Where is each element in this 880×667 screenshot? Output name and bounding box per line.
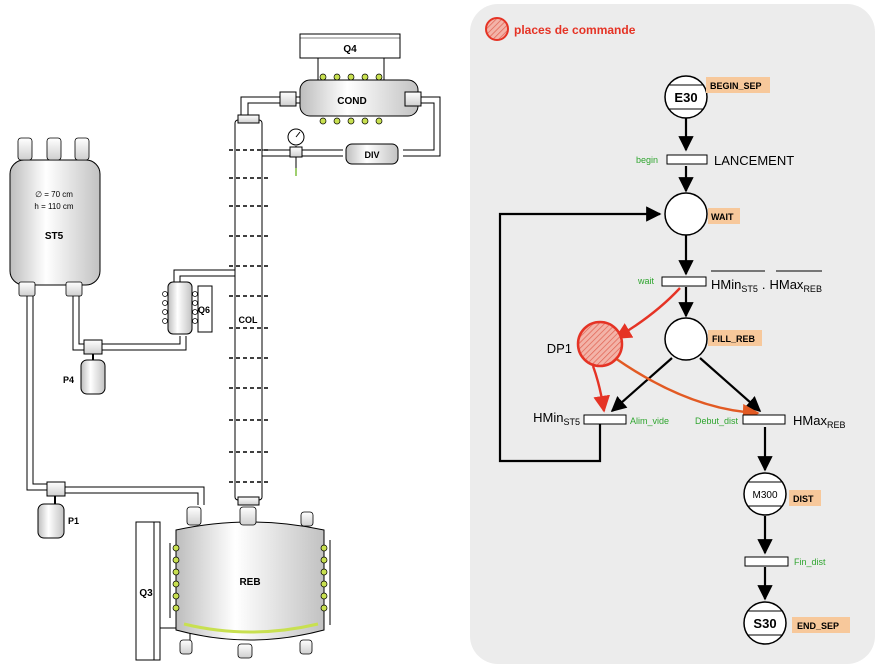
condenser-label: COND xyxy=(337,96,366,107)
tank-label: ST5 xyxy=(45,231,64,242)
pump-p1: P1 xyxy=(37,481,79,539)
place-begin-sep: E30 BEGIN_SEP xyxy=(664,75,770,119)
transition-wait: wait HMinST5.HMaxREB xyxy=(637,270,822,294)
pump-p4: P4 xyxy=(63,339,106,395)
transition-begin: begin LANCEMENT xyxy=(636,153,794,168)
storage-tank: ∅ = 70 cm h = 110 cm ST5 xyxy=(9,137,101,297)
reboiler-label: REB xyxy=(239,577,260,588)
place-begin-token: E30 xyxy=(674,90,697,105)
column-label: COL xyxy=(239,315,259,325)
place-dist: M300 DIST xyxy=(743,472,821,516)
transition-wait-name: wait xyxy=(637,276,655,286)
transition-fin-dist: Fin_dist xyxy=(744,556,826,567)
transition-begin-condition: LANCEMENT xyxy=(714,153,794,168)
tank-diameter: ∅ = 70 cm xyxy=(35,190,73,199)
command-place-dp1: DP1 xyxy=(547,320,624,368)
process-plant: Q4 COND DIV xyxy=(9,33,441,661)
place-dist-token: M300 xyxy=(752,490,777,501)
reboiler-heater: Q3 xyxy=(135,521,191,661)
transition-alim-name: Alim_vide xyxy=(630,416,669,426)
tank-height: h = 110 cm xyxy=(34,202,74,211)
place-fill-reb: FILL_REB xyxy=(664,317,762,361)
preheater: Q6 xyxy=(162,281,213,335)
place-dist-label: DIST xyxy=(793,494,814,504)
reboiler-coils xyxy=(172,544,328,612)
place-wait-label: WAIT xyxy=(711,212,734,222)
command-place-dp1-label: DP1 xyxy=(547,341,572,356)
place-wait: WAIT xyxy=(664,192,740,236)
petri-net-panel: places de commande E30 BEGIN_SEP xyxy=(470,4,875,664)
reboiler: REB xyxy=(169,506,331,659)
transition-alim-condition: HMinST5 xyxy=(533,410,580,427)
transition-debut-condition: HMaxREB xyxy=(793,413,845,430)
pump-p4-label: P4 xyxy=(63,375,74,385)
place-begin-label: BEGIN_SEP xyxy=(710,81,762,91)
preheater-label: Q6 xyxy=(198,305,210,315)
transition-alim-vide: HMinST5 Alim_vide xyxy=(533,410,669,427)
condenser-cooling-label: Q4 xyxy=(343,44,357,55)
place-end-sep: S30 END_SEP xyxy=(743,601,850,645)
command-arcs xyxy=(591,287,760,421)
legend-label: places de commande xyxy=(514,23,636,37)
petri-arcs xyxy=(498,118,773,601)
place-fill-label: FILL_REB xyxy=(712,334,756,344)
transition-debut-name: Debut_dist xyxy=(695,416,739,426)
pump-p1-label: P1 xyxy=(68,516,79,526)
divider-label: DIV xyxy=(364,150,379,160)
transition-fin-name: Fin_dist xyxy=(794,557,826,567)
transition-wait-condition: HMinST5.HMaxREB xyxy=(711,277,822,294)
reboiler-heater-label: Q3 xyxy=(139,588,153,599)
command-place-legend-icon xyxy=(485,17,509,41)
condenser-coils xyxy=(319,73,383,125)
divider: DIV xyxy=(345,143,399,165)
condenser: COND xyxy=(279,73,422,125)
place-end-label: END_SEP xyxy=(797,621,839,631)
pressure-gauge xyxy=(287,128,305,176)
place-end-token: S30 xyxy=(753,616,776,631)
transition-begin-name: begin xyxy=(636,155,658,165)
transition-debut-dist: Debut_dist HMaxREB xyxy=(695,413,846,430)
distillation-column: COL xyxy=(229,114,268,506)
